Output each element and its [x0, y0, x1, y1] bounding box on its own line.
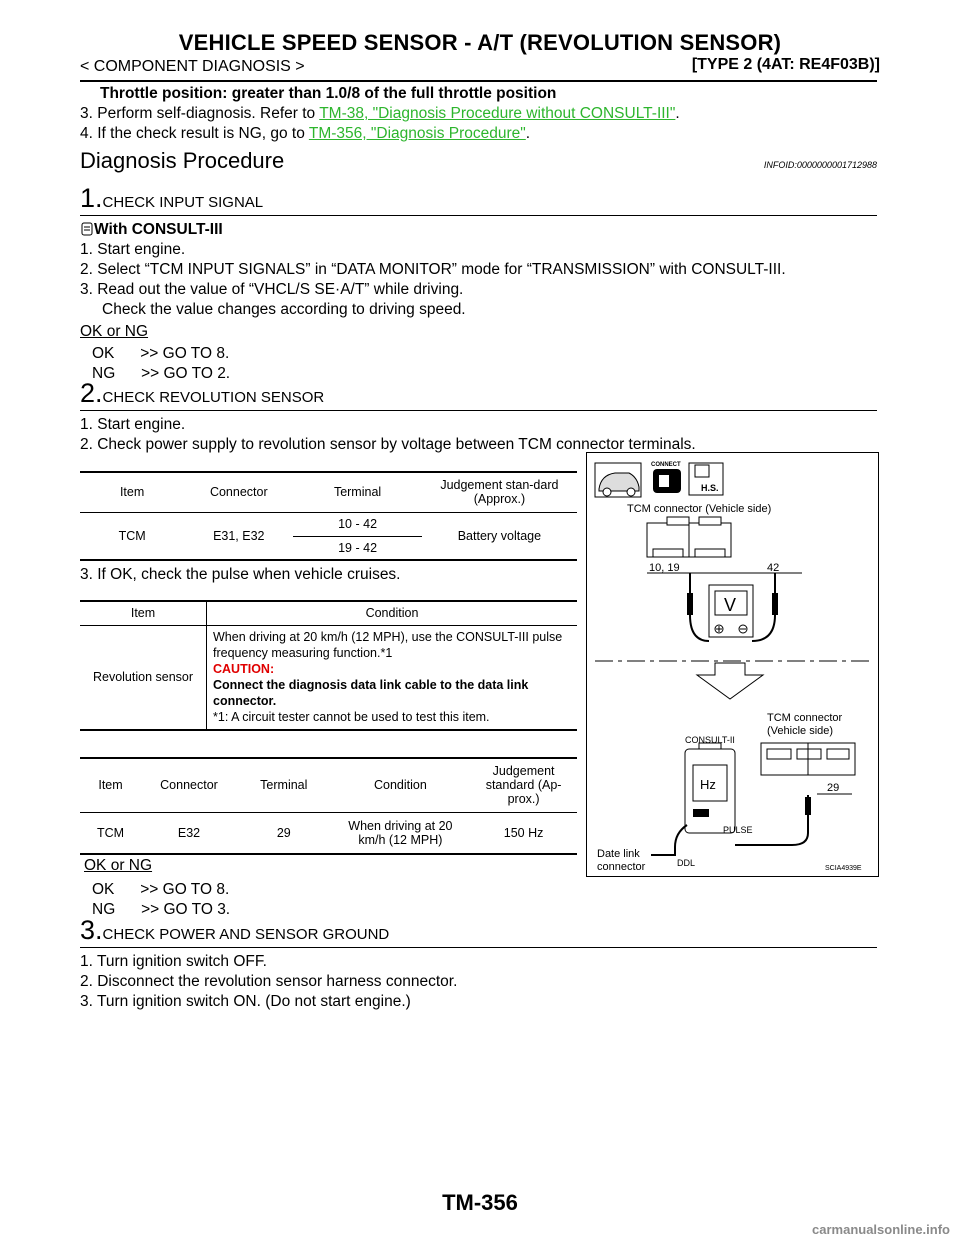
ddl-label: DDL [677, 858, 695, 868]
voltmeter-icon: V [708, 584, 754, 638]
condition-table: Item Condition Revolution sensor When dr… [80, 600, 577, 731]
connect-label: CONNECT [651, 462, 681, 468]
step-1-ok-ng: OK or NG [80, 323, 149, 340]
page-title: VEHICLE SPEED SENSOR - A/T (REVOLUTION S… [178, 30, 782, 55]
info-id: INFOID:0000000001712988 [763, 160, 877, 170]
svg-text:V: V [724, 595, 736, 615]
data-link-label: Date link [597, 848, 640, 860]
table-header: Condition [373, 778, 427, 793]
step-3-line-2: 2. Disconnect the revolution sensor harn… [80, 973, 458, 990]
connect-icon [653, 469, 681, 493]
step-1-line-4: Check the value changes according to dri… [102, 301, 466, 318]
svg-text:connector: connector [597, 861, 646, 873]
table-header: Item [98, 778, 123, 793]
table-header: Connector [160, 778, 218, 793]
table-header: Condition [365, 606, 419, 621]
step-3-rule [80, 947, 877, 948]
table-cell: E31, E32 [213, 528, 265, 543]
page-number: TM-356 [442, 1190, 518, 1215]
table-cell: Revolution sensor [80, 625, 207, 730]
table-cell: When driving at 20 km/h (12 MPH), use th… [207, 625, 578, 730]
section-title: Diagnosis Procedure [80, 148, 285, 173]
table-header: Item [80, 601, 207, 625]
step-2-ng: NG >> GO TO 3. [92, 901, 231, 918]
table-header: Connector [209, 485, 268, 500]
step-2-ok: OK >> GO TO 8. [92, 881, 230, 898]
step-2-ok-ng: OK or NG [84, 857, 153, 874]
table-cell: E32 [177, 825, 201, 840]
table-header: Terminal [260, 778, 308, 793]
breadcrumb: < COMPONENT DIAGNOSIS > [80, 58, 305, 75]
table-header: Judgement standard (Ap-prox.) [485, 764, 562, 807]
type-label: [TYPE 2 (4AT: RE4F03B)] [691, 56, 880, 73]
table-header: Judgement stan-dard (Approx.) [440, 478, 559, 507]
voltage-table: Item Connector Terminal Judgement stan-d… [80, 471, 577, 561]
figure-code: SCIA4939E [825, 865, 862, 872]
table-cell: 10 - 42 [293, 512, 422, 537]
car-icon [594, 462, 642, 498]
intro-step-4: 4. If the check result is NG, go to TM-3… [80, 125, 531, 142]
step-1-heading: 1.CHECK INPUT SIGNAL [80, 183, 264, 213]
step-1-rule [80, 215, 877, 216]
tcm-connector-bottom [760, 742, 856, 776]
table-cell: 19 - 42 [338, 540, 378, 555]
with-consult: With CONSULT-III [80, 220, 223, 240]
caution-label: CAUTION: [213, 661, 275, 676]
step-2-rule [80, 410, 877, 411]
tcm-connector-top [646, 516, 732, 558]
header-rule [80, 80, 877, 82]
step-1-ok: OK >> GO TO 8. [92, 345, 230, 362]
pulse-table: Item Connector Terminal Condition Judgem… [80, 757, 577, 855]
svg-text:Hz: Hz [700, 777, 716, 792]
step-2-heading: 2.CHECK REVOLUTION SENSOR [80, 378, 325, 408]
watermark: carmanualsonline.info [812, 1222, 950, 1237]
hs-label: H.S. [701, 483, 719, 493]
table-cell: TCM [118, 528, 146, 543]
wiring-diagram: CONNECT H.S. TCM connector (Vehicle side… [586, 452, 879, 877]
intro-step-3: 3. Perform self-diagnosis. Refer to TM-3… [80, 105, 680, 122]
step-1-line-2: 2. Select “TCM INPUT SIGNALS” in “DATA M… [80, 261, 786, 278]
table-header: Terminal [333, 485, 382, 500]
step-2-line-2: 2. Check power supply to revolution sens… [80, 436, 696, 453]
consult-device-icon: Hz [684, 742, 736, 834]
pulse-label: PULSE [723, 825, 753, 835]
tcm-connector-bottom-label: TCM connector [767, 712, 843, 724]
table-cell: Battery voltage [457, 528, 542, 543]
step-1-line-1: 1. Start engine. [80, 241, 186, 258]
table-cell: 29 [276, 825, 291, 840]
step-1-line-3: 3. Read out the value of “VHCL/S SE·A/T”… [80, 281, 464, 298]
hs-icon [688, 462, 724, 496]
terminal-10-19-label: 10, 19 [649, 562, 680, 574]
table-cell: TCM [96, 825, 125, 840]
step-2-line-3: 3. If OK, check the pulse when vehicle c… [80, 566, 401, 583]
step-2-line-1: 1. Start engine. [80, 416, 186, 433]
tcm-connector-top-label: TCM connector (Vehicle side) [627, 503, 771, 515]
consult-label: CONSULT-II [685, 735, 735, 745]
terminal-42-label: 42 [767, 562, 779, 574]
step-3-line-1: 1. Turn ignition switch OFF. [80, 953, 267, 970]
svg-text:(Vehicle side): (Vehicle side) [767, 725, 833, 737]
consult-icon [81, 222, 93, 236]
step-3-line-3: 3. Turn ignition switch ON. (Do not star… [80, 993, 411, 1010]
link-tm-38[interactable]: TM-38, "Diagnosis Procedure without CONS… [319, 105, 676, 122]
terminal-29-label: 29 [827, 782, 839, 794]
step-3-heading: 3.CHECK POWER AND SENSOR GROUND [80, 915, 390, 945]
table-header: Item [119, 485, 145, 500]
table-cell: 150 Hz [503, 825, 544, 840]
step-1-ng: NG >> GO TO 2. [92, 365, 231, 382]
table-cell: When driving at 20 km/h (12 MPH) [348, 818, 453, 847]
link-tm-356[interactable]: TM-356, "Diagnosis Procedure" [308, 125, 526, 142]
throttle-condition: Throttle position: greater than 1.0/8 of… [100, 85, 557, 102]
